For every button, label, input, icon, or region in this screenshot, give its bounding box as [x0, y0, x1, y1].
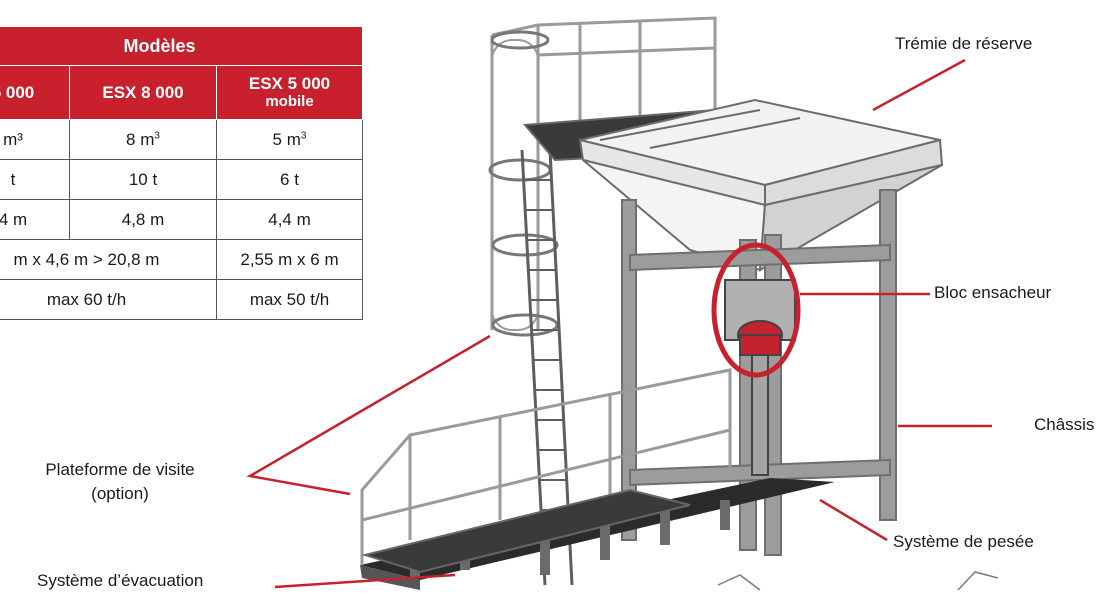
table-cell: m x 4,6 m > 20,8 m: [0, 239, 217, 280]
label-systeme-evacuation: Système d’évacuation: [37, 571, 204, 590]
base-feet: [717, 571, 999, 591]
leader-pesee: [819, 498, 888, 542]
label-plateforme: Plateforme de visite (option): [5, 460, 235, 504]
bagging-unit: [724, 279, 796, 476]
table-cell: 5 m3: [216, 119, 363, 160]
conveyor: [360, 478, 835, 590]
leader-lines: [246, 58, 992, 589]
table-cell: 6 t: [216, 159, 363, 200]
table-row: t 10 t 6 t: [0, 159, 363, 200]
table-cell: 8 m3: [69, 119, 217, 160]
label-plateforme-line1: Plateforme de visite: [45, 460, 195, 479]
label-tremie: Trémie de réserve: [895, 34, 1033, 53]
bagging-unit-highlight: [711, 242, 801, 378]
table-cell: 4,8 m: [69, 199, 217, 240]
label-chassis: Châssis: [1034, 415, 1095, 434]
table-cell: max 60 t/h: [0, 279, 217, 320]
leader-tremie: [872, 58, 966, 112]
col-header-sub: mobile: [265, 92, 314, 110]
table-cell: max 50 t/h: [216, 279, 363, 320]
leader-evacuation: [274, 573, 456, 589]
label-plateforme-line2: (option): [91, 484, 149, 503]
models-table: Modèles 5 000 ESX 8 000 ESX 5 000 mobile…: [0, 26, 363, 320]
leader-plateforme: [246, 334, 491, 496]
col-header-esx8000: ESX 8 000: [69, 65, 217, 120]
label-bloc-ensacheur: Bloc ensacheur: [934, 283, 1052, 302]
table-cell: 2,55 m x 6 m: [216, 239, 363, 280]
access-platform: [360, 368, 732, 574]
platform-railing: [490, 16, 717, 331]
table-title: Modèles: [0, 26, 363, 66]
table-row: m x 4,6 m > 20,8 m 2,55 m x 6 m: [0, 239, 363, 280]
table-row: max 60 t/h max 50 t/h: [0, 279, 363, 320]
cage-rings: [488, 30, 559, 337]
label-systeme-pesee: Système de pesée: [893, 532, 1034, 551]
col-header-name: ESX 5 000: [248, 73, 331, 93]
